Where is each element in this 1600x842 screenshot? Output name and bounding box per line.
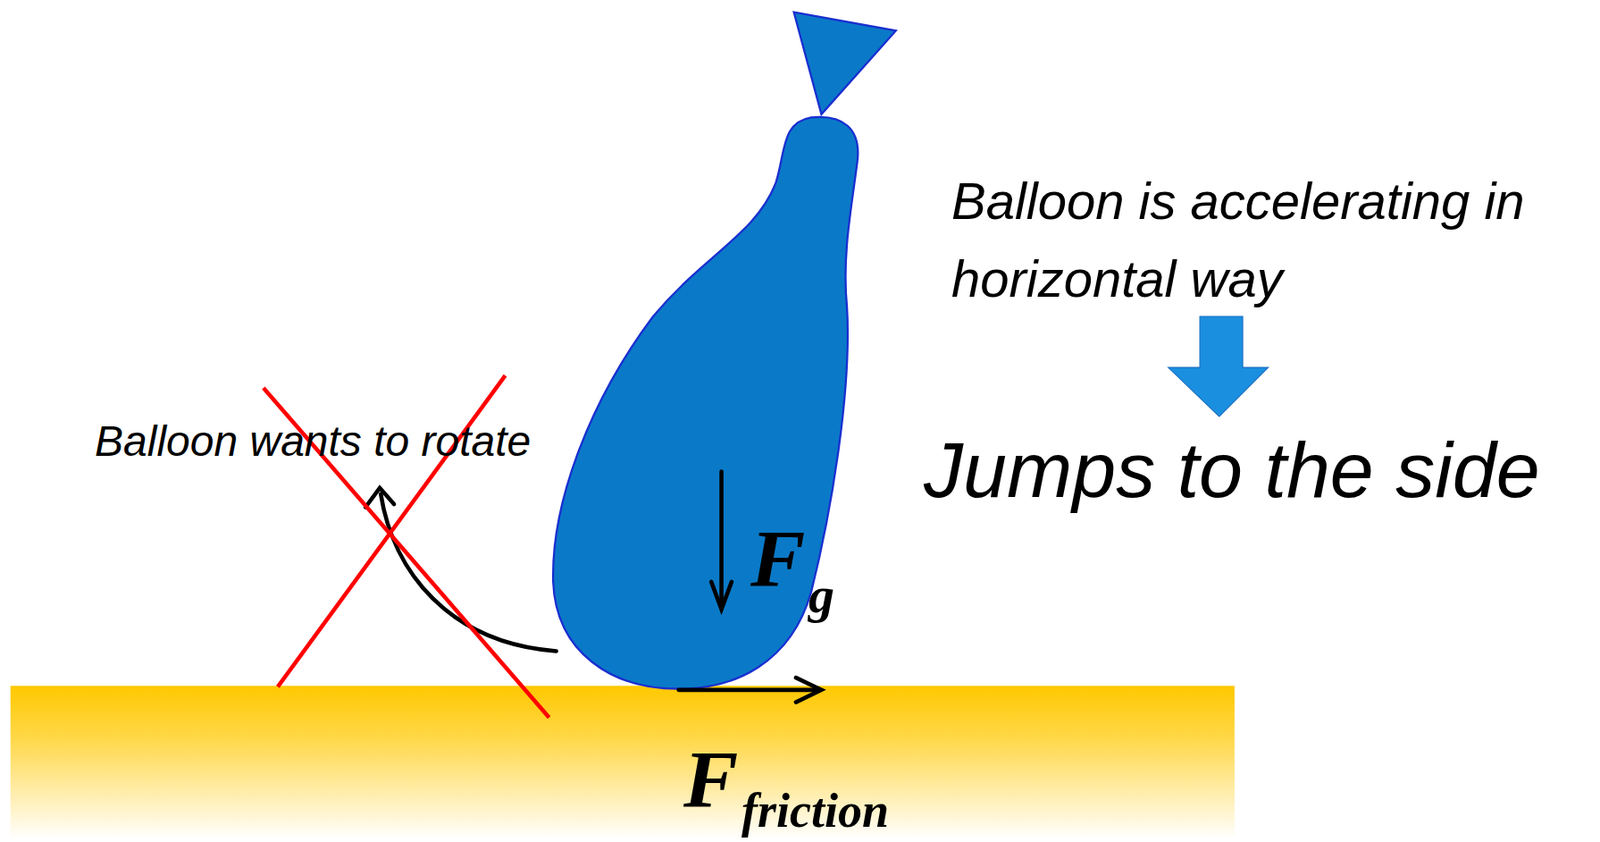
rotation-arrow (365, 487, 557, 652)
motion-note: Balloon is accelerating in horizontal wa… (951, 161, 1592, 318)
gravity-arrow (711, 471, 732, 610)
rotate-note: Balloon wants to rotate (94, 419, 531, 463)
force-symbol: F (683, 737, 738, 821)
force-symbol: F (750, 517, 805, 600)
floor (10, 685, 1235, 838)
force-subscript: friction (741, 786, 889, 835)
conclusion-text: Jumps to the side (923, 430, 1541, 510)
friction-arrow (678, 677, 822, 702)
down-block-arrow (1168, 316, 1269, 417)
force-subscript: g (808, 569, 835, 621)
balloon-knot (794, 12, 897, 115)
balloon-body (552, 117, 858, 689)
